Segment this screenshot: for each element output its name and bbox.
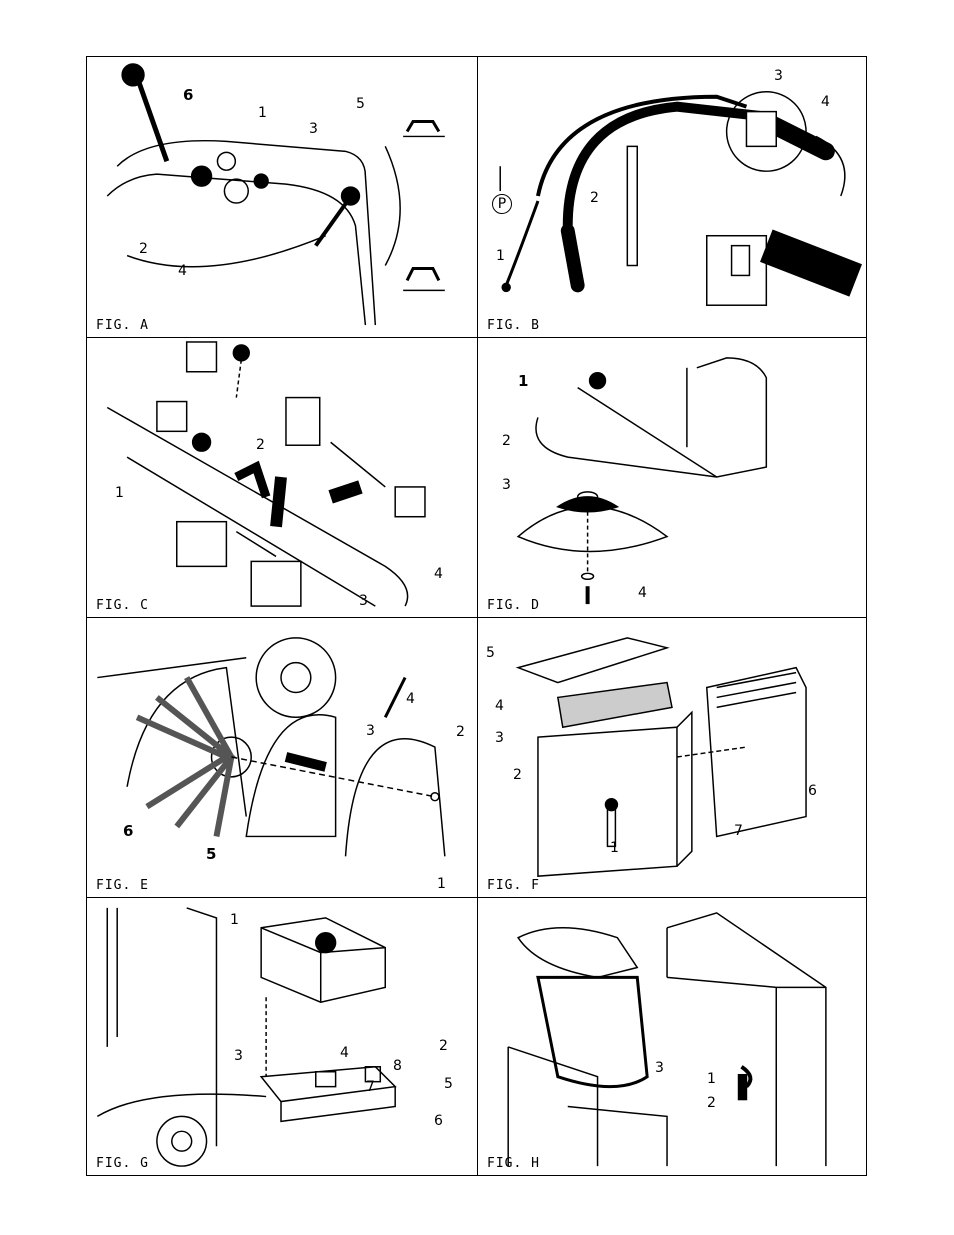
figure-label: FIG. G: [96, 1156, 149, 1171]
callout-4: 4: [434, 566, 443, 582]
callout-5: 5: [356, 96, 365, 112]
callout-2: 2: [707, 1095, 716, 1111]
callout-4: 4: [638, 585, 647, 601]
callout-3: 3: [502, 477, 511, 493]
figure-label: FIG. D: [487, 598, 540, 613]
callout-2: 2: [139, 241, 148, 257]
figure-label: FIG. H: [487, 1156, 540, 1171]
callout-8: 8: [393, 1058, 402, 1074]
figure-label: FIG. B: [487, 318, 540, 333]
callout-3: 3: [366, 723, 375, 739]
callout-2: 2: [456, 724, 465, 740]
figure-label: FIG. E: [96, 878, 149, 893]
callout-1: 1: [258, 105, 267, 121]
callout-3: 3: [655, 1060, 664, 1076]
callout-6: 6: [808, 783, 817, 799]
control-panel-drawing: [106, 63, 445, 326]
electrical-box-drawing: [96, 907, 397, 1167]
figure-e: 4 3 2 6 5 1 FIG. E: [86, 617, 478, 898]
callout-1: 1: [610, 840, 619, 856]
callout-2: 2: [502, 433, 511, 449]
figure-g: 1 2 3 4 8 7 5 6 FIG. G: [86, 897, 478, 1176]
figure-label: FIG. A: [96, 318, 149, 333]
figure-label: FIG. F: [487, 878, 540, 893]
main-brush-drawing: [97, 637, 446, 857]
parking-brake-symbol: P: [492, 194, 512, 214]
callout-5: 5: [486, 645, 495, 661]
callout-1: 1: [230, 912, 239, 928]
handlebar-drawing: [499, 91, 862, 306]
side-brush-drawing: [516, 357, 768, 605]
figure-c: 2 1 4 3 FIG. C: [86, 337, 478, 618]
callout-1: 1: [707, 1071, 716, 1087]
callout-2: 2: [590, 190, 599, 206]
callout-4: 4: [821, 94, 830, 110]
callout-6: 6: [183, 86, 194, 104]
callout-6: 6: [434, 1113, 443, 1129]
callout-3: 3: [359, 593, 368, 609]
callout-2: 2: [439, 1038, 448, 1054]
callout-7: 7: [366, 1079, 375, 1095]
callout-4: 4: [340, 1045, 349, 1061]
lever-controls-drawing: [106, 341, 426, 607]
callout-3: 3: [234, 1048, 243, 1064]
callout-1: 1: [518, 372, 529, 390]
filter-drawing: [515, 637, 807, 877]
callout-5: 5: [206, 845, 217, 863]
callout-5: 5: [444, 1076, 453, 1092]
callout-1: 1: [496, 248, 505, 264]
callout-1: 1: [437, 876, 446, 892]
callout-2: 2: [513, 767, 522, 783]
callout-6: 6: [123, 822, 134, 840]
figure-d: 1 2 3 4 FIG. D: [477, 337, 867, 618]
callout-7: 7: [734, 823, 743, 839]
callout-3: 3: [774, 68, 783, 84]
callout-4: 4: [495, 698, 504, 714]
callout-3: 3: [495, 730, 504, 746]
figure-label: FIG. C: [96, 598, 149, 613]
callout-1: 1: [115, 485, 124, 501]
seat-tilt-drawing: [507, 912, 827, 1167]
callout-4: 4: [178, 263, 187, 279]
callout-3: 3: [309, 121, 318, 137]
figure-f: 5 4 3 2 7 6 1 FIG. F: [477, 617, 867, 898]
figure-a: 6 1 3 5 2 4 FIG. A: [86, 56, 478, 338]
figure-h: 3 1 2 FIG. H: [477, 897, 867, 1176]
callout-4: 4: [406, 691, 415, 707]
figure-b: 3 4 2 1 P FIG. B: [477, 56, 867, 338]
callout-2: 2: [256, 437, 265, 453]
